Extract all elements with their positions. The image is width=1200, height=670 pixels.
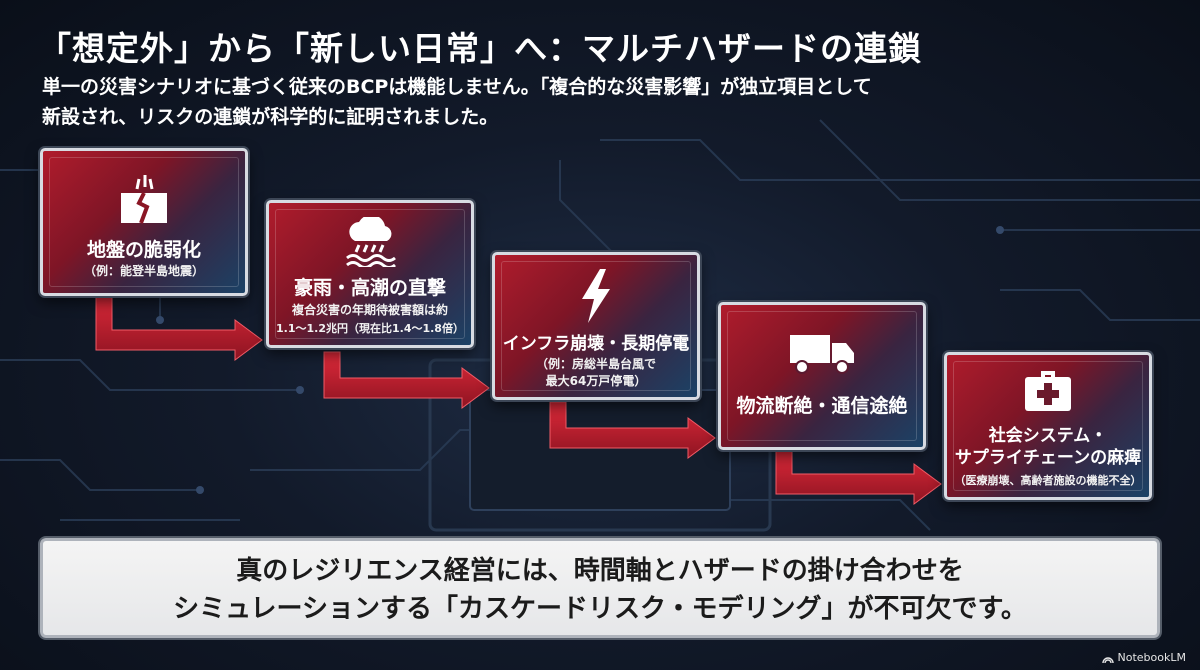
watermark-label: NotebookLM: [1117, 651, 1186, 664]
card-note: （例：房総半島台風で: [535, 357, 656, 371]
card-title-2: サプライチェーンの麻痺: [954, 448, 1142, 468]
card-note: 複合災害の年期待被害額は約: [291, 303, 448, 317]
card-title: インフラ崩壊・長期停電: [502, 334, 690, 354]
hazard-card-ground: 地盤の脆弱化 （例：能登半島地震）: [40, 148, 248, 296]
notebooklm-logo-icon: [1101, 656, 1114, 663]
medical-kit-icon: [947, 369, 1149, 413]
hazard-card-social-system: 社会システム・ サプライチェーンの麻痺 （医療崩壊、高齢者施設の機能不全）: [944, 352, 1152, 500]
card-note-2: 最大64万戸停電）: [545, 374, 647, 388]
subtitle-line-1: 単一の災害シナリオに基づく従来のBCPは機能しません。「複合的な災害影響」が独立…: [42, 76, 872, 98]
conclusion-line-1: 真のレジリエンス経営には、時間軸とハザードの掛け合わせを: [236, 556, 964, 586]
card-title: 地盤の脆弱化: [86, 239, 201, 261]
lightning-icon: [495, 269, 697, 323]
card-note: （例：能登半島地震）: [83, 264, 204, 278]
cracked-ground-icon: [43, 173, 245, 227]
card-title: 社会システム・: [988, 426, 1108, 446]
hazard-card-logistics: 物流断絶・通信途絶: [718, 302, 926, 450]
truck-icon: [721, 331, 923, 375]
card-title: 物流断絶・通信途絶: [736, 395, 908, 417]
conclusion-line-2: シミュレーションする「カスケードリスク・モデリング」が不可欠です。: [173, 594, 1027, 624]
conclusion-box: 真のレジリエンス経営には、時間軸とハザードの掛け合わせを シミュレーションする「…: [40, 538, 1160, 638]
subtitle-line-2: 新設され、リスクの連鎖が科学的に証明されました。: [42, 106, 499, 128]
card-note: （医療崩壊、高齢者施設の機能不全）: [954, 474, 1142, 487]
hazard-card-infrastructure: インフラ崩壊・長期停電 （例：房総半島台風で 最大64万戸停電）: [492, 252, 700, 400]
page-subtitle: 単一の災害シナリオに基づく従来のBCPは機能しません。「複合的な災害影響」が独立…: [42, 72, 1152, 132]
card-note-2: 1.1～1.2兆円（現在比1.4～1.8倍）: [276, 322, 464, 335]
card-title: 豪雨・高潮の直撃: [293, 277, 446, 299]
rain-flood-icon: [269, 217, 471, 267]
hazard-card-storm: 豪雨・高潮の直撃 複合災害の年期待被害額は約 1.1～1.2兆円（現在比1.4～…: [266, 200, 474, 348]
page-title: 「想定外」から「新しい日常」へ：マルチハザードの連鎖: [38, 29, 922, 68]
notebooklm-watermark: NotebookLM: [1101, 651, 1186, 664]
